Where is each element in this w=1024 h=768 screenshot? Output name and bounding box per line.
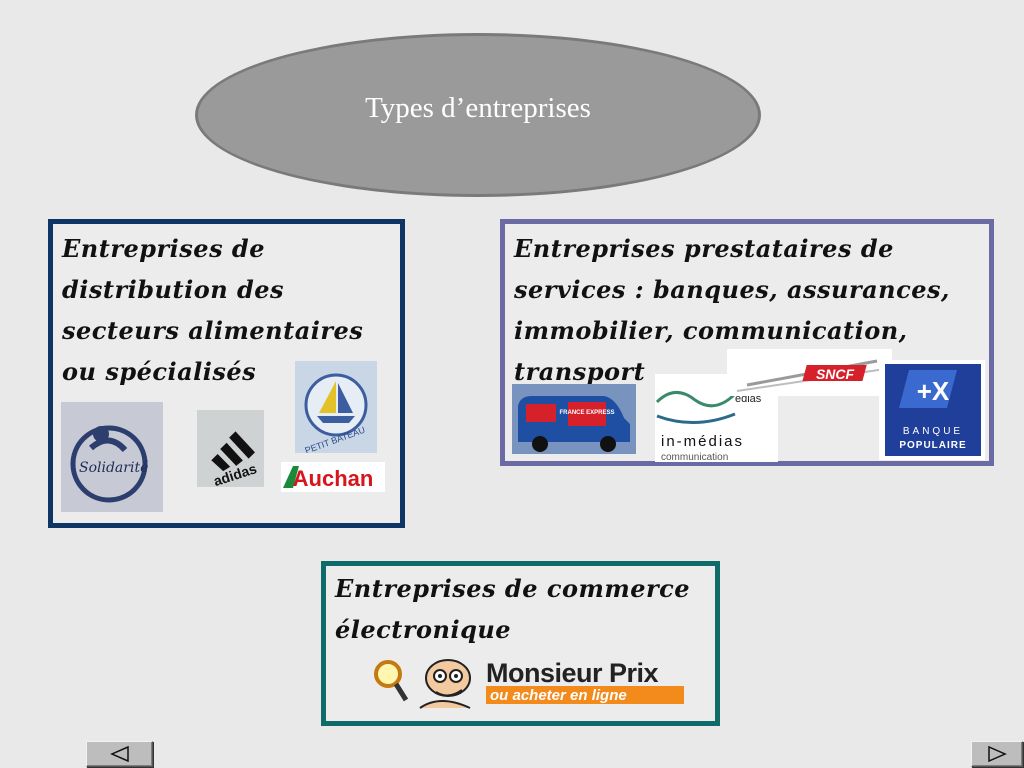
distribution-line-3: secteurs alimentaires (62, 316, 364, 345)
in-medias-sub-text: communication (661, 452, 728, 462)
auchan-logo: Auchan (281, 462, 385, 492)
solidarite-logo: Solidarité (61, 402, 163, 512)
distribution-line-4: ou spécialisés (62, 357, 257, 386)
ecommerce-box: Entreprises de commerce électronique Mon… (321, 561, 720, 726)
previous-slide-button[interactable] (86, 741, 153, 767)
auchan-text: Auchan (293, 466, 374, 491)
distribution-line-1: Entreprises de (62, 234, 265, 263)
next-slide-button[interactable] (971, 741, 1023, 767)
france-express-van-logo: FRANCE EXPRESS (512, 384, 636, 454)
ecommerce-line-2: électronique (335, 615, 512, 644)
triangle-left-icon (109, 746, 129, 762)
services-text: Entreprises prestataires de services : b… (514, 228, 984, 392)
banque-populaire-line2: POPULAIRE (899, 440, 966, 451)
title-ellipse: Types d’entreprises (195, 33, 761, 197)
services-box: Entreprises prestataires de services : b… (500, 219, 994, 466)
banque-populaire-logo: +X BANQUE POPULAIRE (879, 360, 985, 460)
services-line-4: transport (514, 357, 646, 386)
solidarite-text: Solidarité (79, 460, 148, 476)
monsieur-prix-tagline: ou acheter en ligne (490, 687, 627, 704)
sncf-logo: SNCF (727, 349, 892, 396)
petit-bateau-logo: PETIT BATEAU (295, 361, 377, 453)
services-line-2: services : banques, assurances, (514, 275, 950, 304)
services-line-1: Entreprises prestataires de (514, 234, 894, 263)
distribution-text: Entreprises de distribution des secteurs… (62, 228, 392, 392)
services-line-3: immobilier, communication, (514, 316, 908, 345)
page-title: Types d’entreprises (365, 91, 591, 124)
banque-populaire-line1: BANQUE (903, 426, 963, 437)
france-express-text: FRANCE EXPRESS (559, 410, 614, 416)
svg-text:+X: +X (917, 376, 950, 406)
monsieur-prix-logo: Monsieur Prix ou acheter en ligne (370, 654, 686, 710)
adidas-logo: adidas (197, 410, 264, 487)
monsieur-prix-text: Monsieur Prix (486, 658, 659, 688)
distribution-line-2: distribution des (62, 275, 285, 304)
ecommerce-line-1: Entreprises de commerce (335, 574, 691, 603)
distribution-box: Entreprises de distribution des secteurs… (48, 219, 405, 528)
in-medias-top-text: édias (735, 393, 762, 405)
in-medias-text: in-médias (661, 433, 744, 450)
ecommerce-text: Entreprises de commerce électronique (335, 568, 715, 650)
triangle-right-icon (988, 746, 1007, 762)
sncf-text: SNCF (816, 366, 855, 382)
